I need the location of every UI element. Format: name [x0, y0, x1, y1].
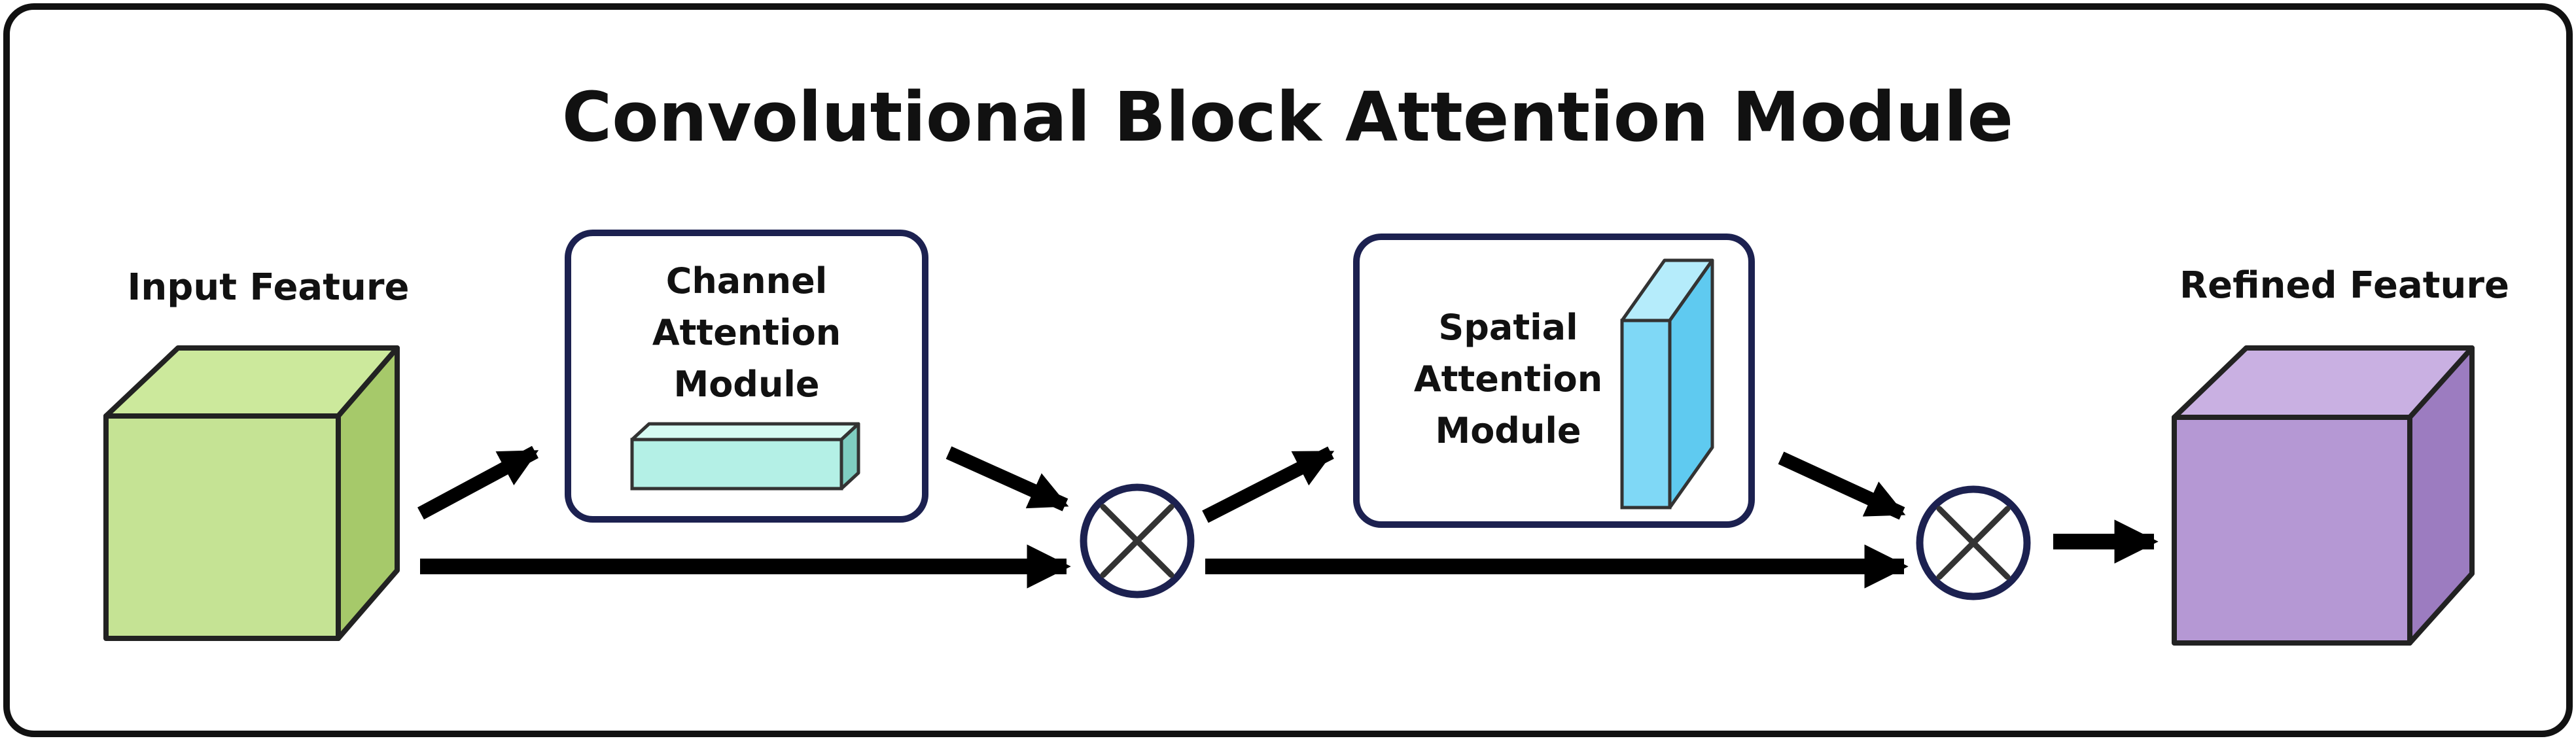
- arrow-input-to-channel: [417, 445, 539, 520]
- spatial-attention-line2: Attention: [1414, 358, 1602, 400]
- arrow-channel-to-multiply-1: [945, 446, 1069, 511]
- channel-attention-bar: [630, 422, 860, 491]
- refined-feature-cube: [2172, 345, 2475, 646]
- channel-attention-line1: Channel: [666, 260, 828, 302]
- channel-attention-module: Channel Attention Module: [565, 230, 928, 523]
- multiply-icon: [1080, 483, 1195, 598]
- channel-attention-line2: Attention: [652, 312, 841, 353]
- channel-attention-line3: Module: [673, 364, 819, 405]
- spatial-attention-module: Spatial Attention Module: [1353, 234, 1755, 528]
- multiply-icon: [1916, 485, 2031, 600]
- input-feature-label: Input Feature: [128, 266, 410, 309]
- refined-feature-label: Refined Feature: [2179, 264, 2509, 307]
- spatial-attention-slab: [1620, 258, 1714, 510]
- arrow-multiply-1-to-spatial: [1202, 446, 1335, 523]
- spatial-attention-line3: Module: [1435, 410, 1581, 451]
- arrow-spatial-to-multiply-2: [1778, 451, 1906, 520]
- input-feature-cube: [103, 345, 400, 641]
- spatial-attention-line1: Spatial: [1438, 307, 1578, 348]
- diagram-title: Convolutional Block Attention Module: [562, 77, 2013, 157]
